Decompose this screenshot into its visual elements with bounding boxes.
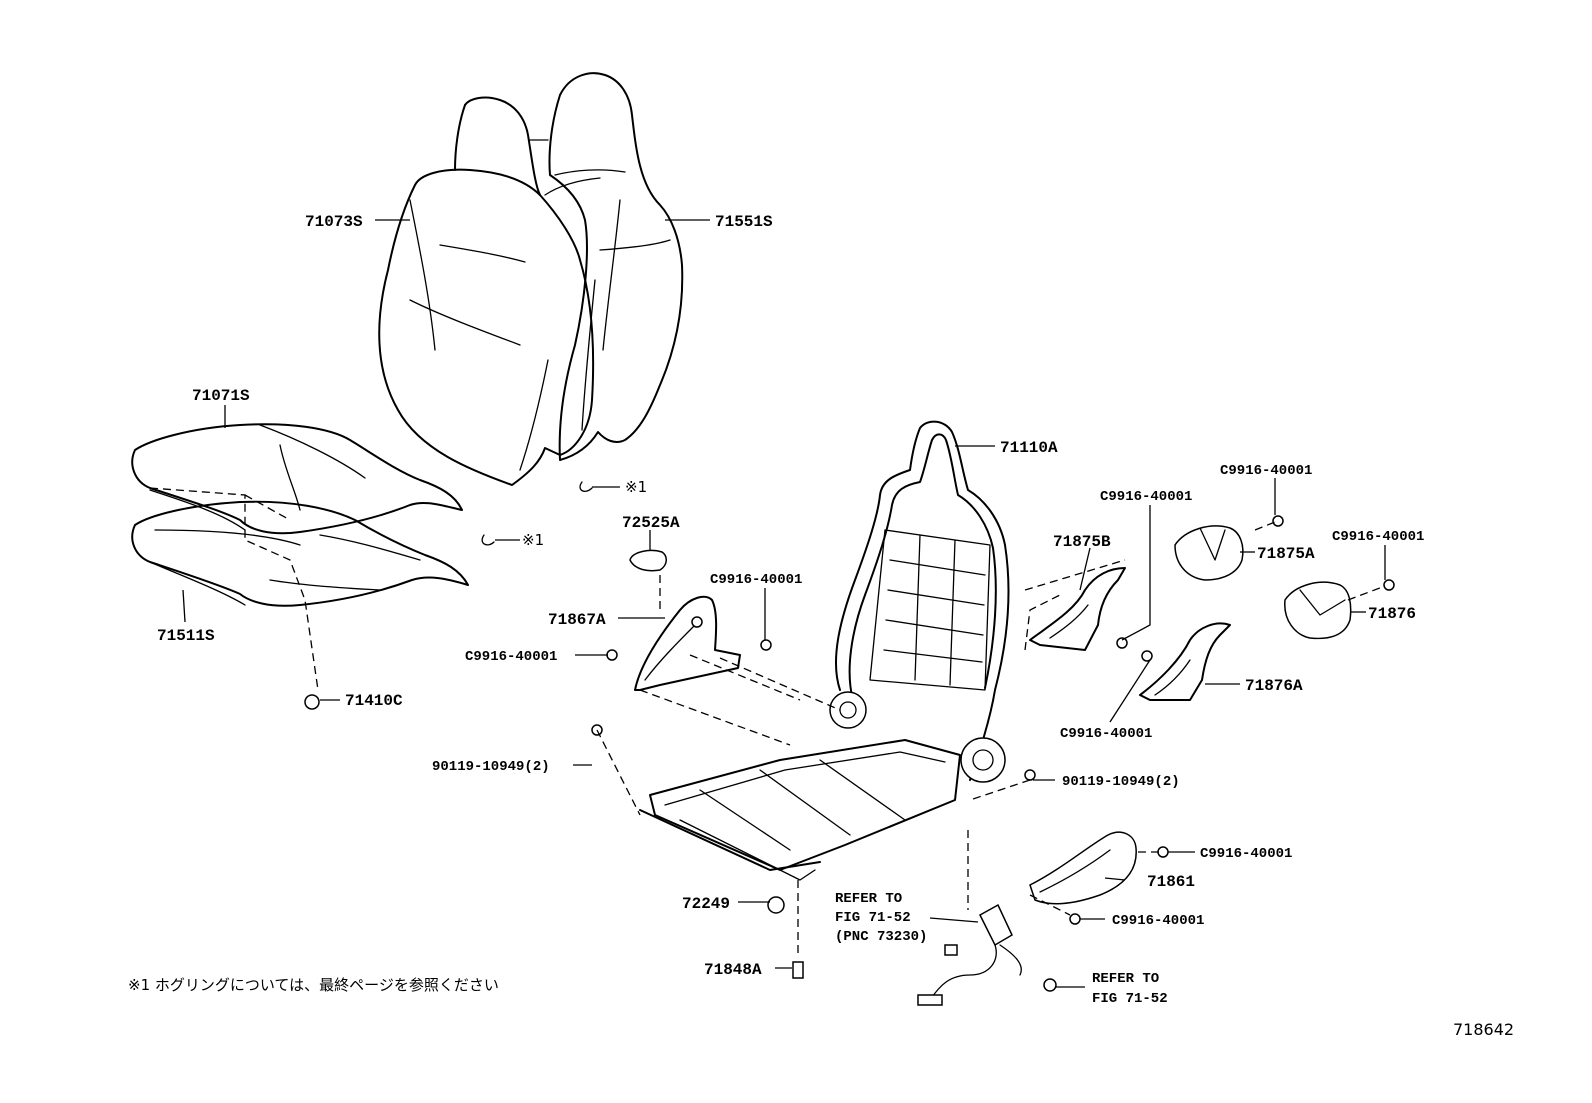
recliner-cover-71875a [1174, 525, 1244, 581]
refer-2-line-2: FIG 71-52 [1092, 991, 1168, 1007]
label-71511s: 71511S [157, 627, 215, 645]
figure-code: 718642 [1453, 1020, 1514, 1039]
label-72249: 72249 [682, 895, 730, 913]
label-bolt-right: 90119-10949(2) [1062, 774, 1180, 790]
label-71848a: 71848A [704, 961, 762, 979]
label-71867a: 71867A [548, 611, 606, 629]
label-clip-7: C9916-40001 [1200, 846, 1292, 862]
label-71073s: 71073S [305, 213, 363, 231]
label-72525a: 72525A [622, 514, 680, 532]
label-clip-5: C9916-40001 [465, 649, 557, 665]
seat-cushion-pad-71511s [131, 500, 469, 607]
label-clip-8: C9916-40001 [1112, 913, 1204, 929]
label-71071s: 71071S [192, 387, 250, 405]
fasteners [304, 515, 1395, 992]
hogring-mark-1: ※1 [625, 478, 647, 496]
seat-frame-71110a [639, 420, 1010, 881]
label-71875b: 71875B [1053, 533, 1111, 551]
recliner-cover-71875b [1029, 567, 1126, 651]
label-71551s: 71551S [715, 213, 773, 231]
side-cover-71861 [1029, 831, 1137, 905]
seatback-cover-71073s [378, 96, 595, 486]
leader-lines [182, 219, 1386, 988]
recliner-cover-71867a [634, 595, 741, 691]
recliner-cover-71876 [1284, 581, 1352, 640]
label-clip-6: C9916-40001 [1060, 726, 1152, 742]
part-72525a [629, 549, 667, 572]
label-clip-4: C9916-40001 [710, 572, 802, 588]
label-71876: 71876 [1368, 605, 1416, 623]
label-71110a: 71110A [1000, 439, 1058, 457]
label-71876a: 71876A [1245, 677, 1303, 695]
refer-1-line-3: (PNC 73230) [835, 929, 927, 945]
label-clip-1: C9916-40001 [1220, 463, 1312, 479]
seatback-pad-71551s [529, 72, 684, 461]
hogring-mark-2: ※1 [522, 531, 544, 549]
label-clip-3: C9916-40001 [1332, 529, 1424, 545]
seat-cushion-cover-71071s [131, 423, 463, 535]
refer-1-line-2: FIG 71-52 [835, 910, 911, 926]
refer-1-line-1: REFER TO [835, 891, 902, 907]
label-clip-2: C9916-40001 [1100, 489, 1192, 505]
footnote: ※1 ホグリングについては、最終ページを参照ください [128, 976, 499, 994]
recliner-cover-71876a [1139, 622, 1231, 701]
label-71861: 71861 [1147, 873, 1195, 891]
seat-belt-buckle [917, 903, 1022, 1006]
label-71875a: 71875A [1257, 545, 1315, 563]
label-bolt-left: 90119-10949(2) [432, 759, 550, 775]
label-71410c: 71410C [345, 692, 403, 710]
refer-2-line-1: REFER TO [1092, 971, 1159, 987]
